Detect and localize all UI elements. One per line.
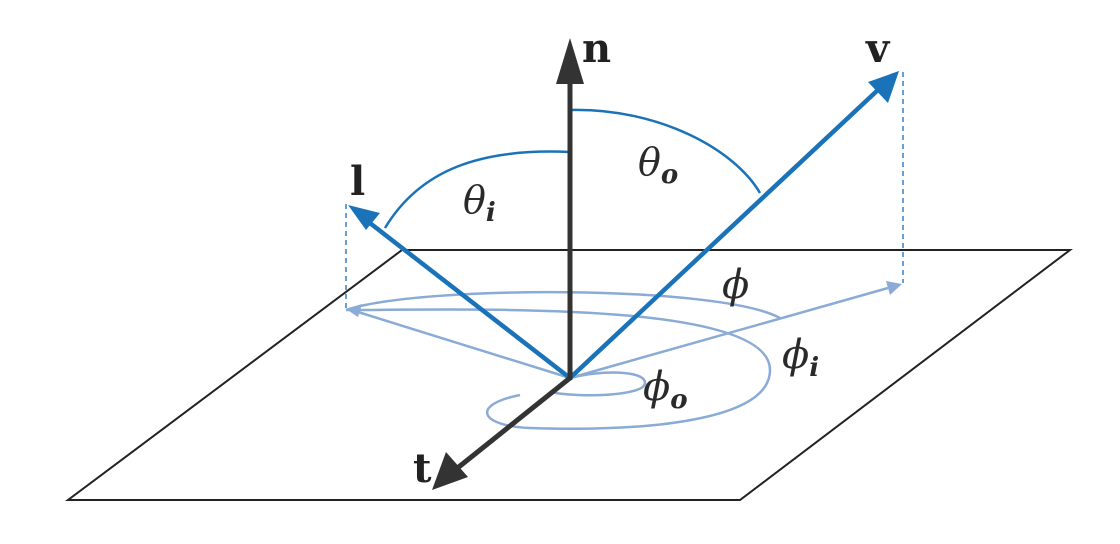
light-vector	[364, 218, 572, 380]
phi-arc	[345, 290, 781, 320]
tangent-vector-arrowhead	[432, 452, 468, 490]
phi-o-arc	[549, 371, 647, 397]
view-vector	[568, 86, 882, 380]
theta-i-label: θi	[463, 178, 496, 228]
tangent-vector	[453, 376, 572, 472]
phi-i-arc	[345, 308, 772, 430]
theta-o-label: θo	[638, 140, 678, 190]
phi-i-label: ϕi	[782, 332, 819, 383]
tangent-label: t	[413, 445, 432, 492]
light-projection-on-plane	[357, 310, 571, 380]
normal-vector-arrowhead	[556, 38, 584, 84]
surface-plane	[64, 249, 1073, 501]
normal-label: n	[582, 25, 611, 72]
theta-o-arc	[569, 108, 762, 194]
phi-o-label: ϕo	[643, 364, 688, 415]
light-vector-arrowhead	[348, 205, 380, 230]
view-vector-arrowhead	[868, 71, 899, 103]
theta-i-arc	[383, 150, 571, 229]
view-projection-arrowhead	[886, 281, 902, 295]
view-label: v	[865, 25, 891, 72]
light-label: l	[350, 158, 365, 205]
phi-label: ϕ	[722, 262, 749, 308]
